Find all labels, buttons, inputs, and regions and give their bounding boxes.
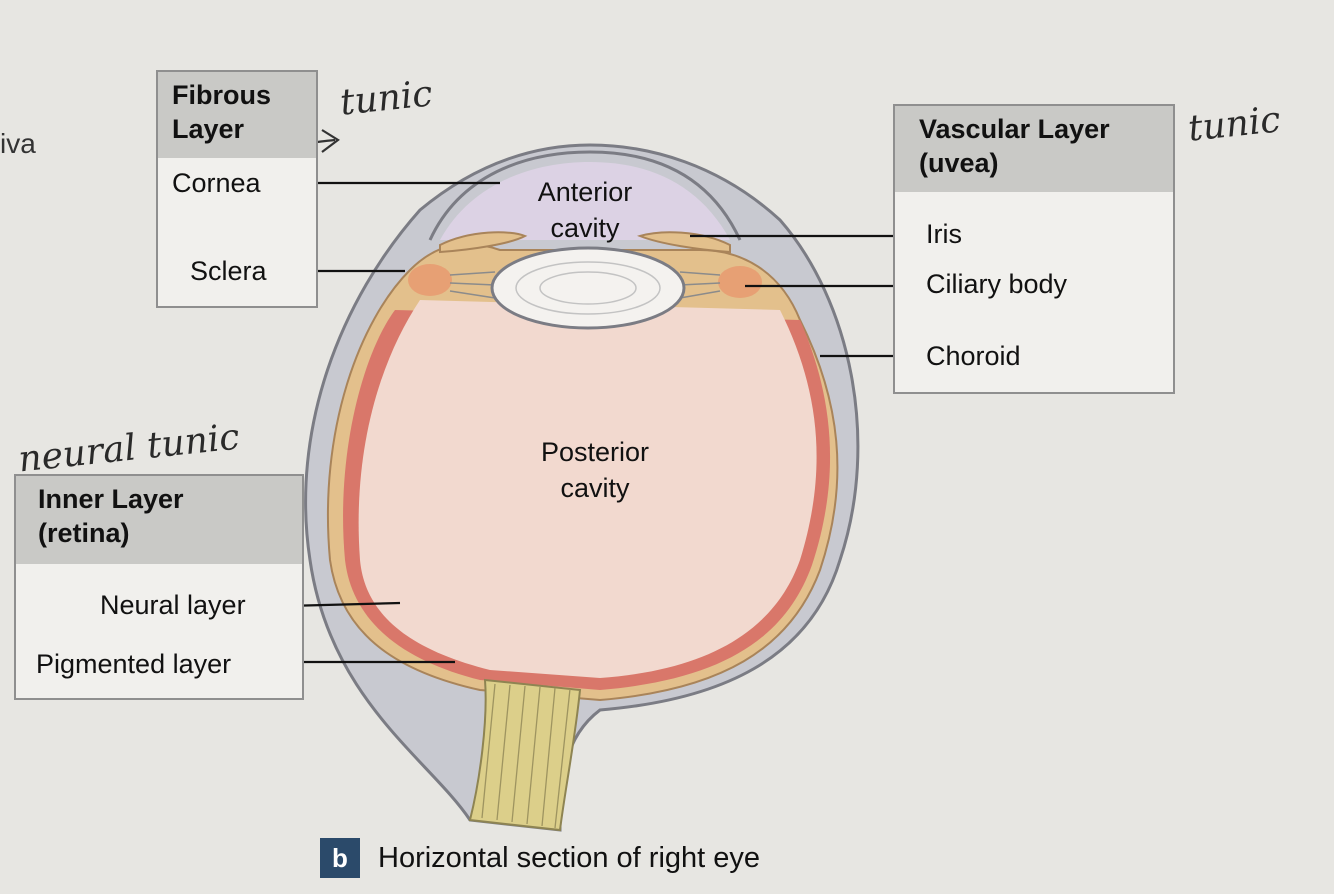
vascular-layer-box: Vascular Layer (uvea) [893,104,1175,394]
fibrous-layer-box: Fibrous Layer [156,70,318,308]
iris-left-shape [439,231,528,254]
anterior-cavity-label: Anterior cavity [515,174,655,246]
anterior-line2: cavity [550,213,620,243]
cornea-shape [428,150,742,241]
vascular-title-line1: Vascular Layer [919,114,1110,144]
lens-shape [490,246,686,330]
pigmented-layer-label: Pigmented layer [36,649,232,679]
posterior-line1: Posterior [540,437,650,467]
caption-text: Horizontal section of right eye [378,841,761,874]
inner-title-line2: (retina) [38,518,130,548]
vascular-title-line2: (uvea) [919,148,999,178]
cornea-label: Cornea [172,168,261,198]
optic-nerve-fibers [481,683,571,829]
inner-title-line1: Inner Layer [38,484,184,514]
inner-layer-title: Inner Layer (retina) [16,476,302,564]
figure-caption: b Horizontal section of right eye [320,838,760,878]
lens-inner-ring-2 [539,271,637,305]
figure-badge: b [320,838,360,878]
choroid-label: Choroid [926,341,1021,371]
posterior-line2: cavity [560,473,630,503]
fibrous-title-line1: Fibrous [172,80,271,110]
sclera-label: Sclera [190,256,267,286]
fibrous-title-line2: Layer [172,114,245,144]
anterior-cavity-shape [440,162,730,240]
neural-layer-label: Neural layer [100,590,246,620]
ciliary-body-left-shape [408,264,452,296]
iris-right-shape [636,231,731,254]
fibrous-layer-title: Fibrous Layer [158,72,316,158]
lens-inner-ring [515,261,661,315]
iris-label: Iris [926,219,962,249]
page-fragment-text: iva [0,128,36,159]
ciliary-body-label: Ciliary body [926,269,1068,299]
posterior-cavity-label: Posterior cavity [515,434,675,506]
posterior-cavity-shape [358,300,817,678]
suspensory-ligaments [449,271,721,299]
anterior-line1: Anterior [537,177,633,207]
vascular-layer-title: Vascular Layer (uvea) [895,106,1173,192]
inner-layer-box: Inner Layer (retina) [14,474,304,700]
ciliary-body-right-shape [718,266,762,298]
